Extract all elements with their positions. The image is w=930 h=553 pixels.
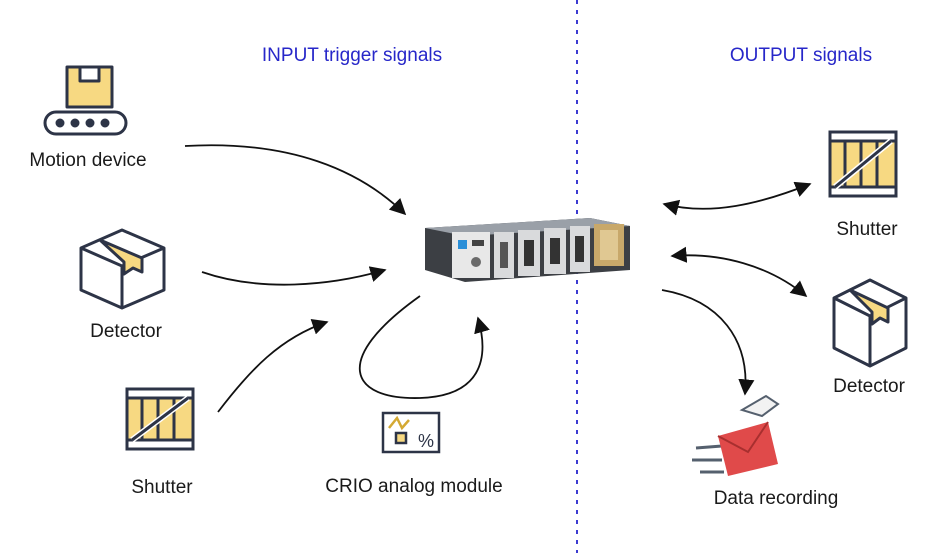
analog-module-icon: %: [381, 411, 441, 454]
svg-text:%: %: [418, 431, 434, 451]
wooden-crate-icon: [125, 387, 195, 451]
arrow-controller-data-recording: [661, 289, 755, 396]
output-shutter-label: Shutter: [836, 219, 898, 240]
arrow-detector-to-controller: [201, 266, 387, 286]
input-header: INPUT trigger signals: [261, 45, 443, 66]
output-header: OUTPUT signals: [729, 45, 873, 66]
wooden-crate-icon: [828, 130, 898, 198]
input-detector-label: Detector: [90, 321, 162, 342]
crio-module-label: CRIO analog module: [325, 476, 503, 497]
input-shutter-label: Shutter: [131, 477, 193, 498]
output-detector-label: Detector: [833, 376, 905, 397]
arrow-shutter-to-controller: [217, 319, 329, 413]
cardboard-box-icon: [832, 278, 908, 368]
data-recording-label: Data recording: [713, 488, 839, 509]
cardboard-box-icon: [79, 228, 166, 310]
arrow-controller-output-shutter: [662, 181, 812, 216]
crio-controller-icon: [425, 218, 630, 282]
arrow-motion-to-controller: [184, 144, 407, 216]
arrow-controller-output-detector: [670, 246, 808, 298]
conveyor-box-icon: [43, 65, 128, 136]
motion-device-label: Motion device: [29, 150, 147, 171]
arrow-analog-loop: [359, 295, 490, 399]
flying-envelope-icon: [692, 394, 780, 476]
